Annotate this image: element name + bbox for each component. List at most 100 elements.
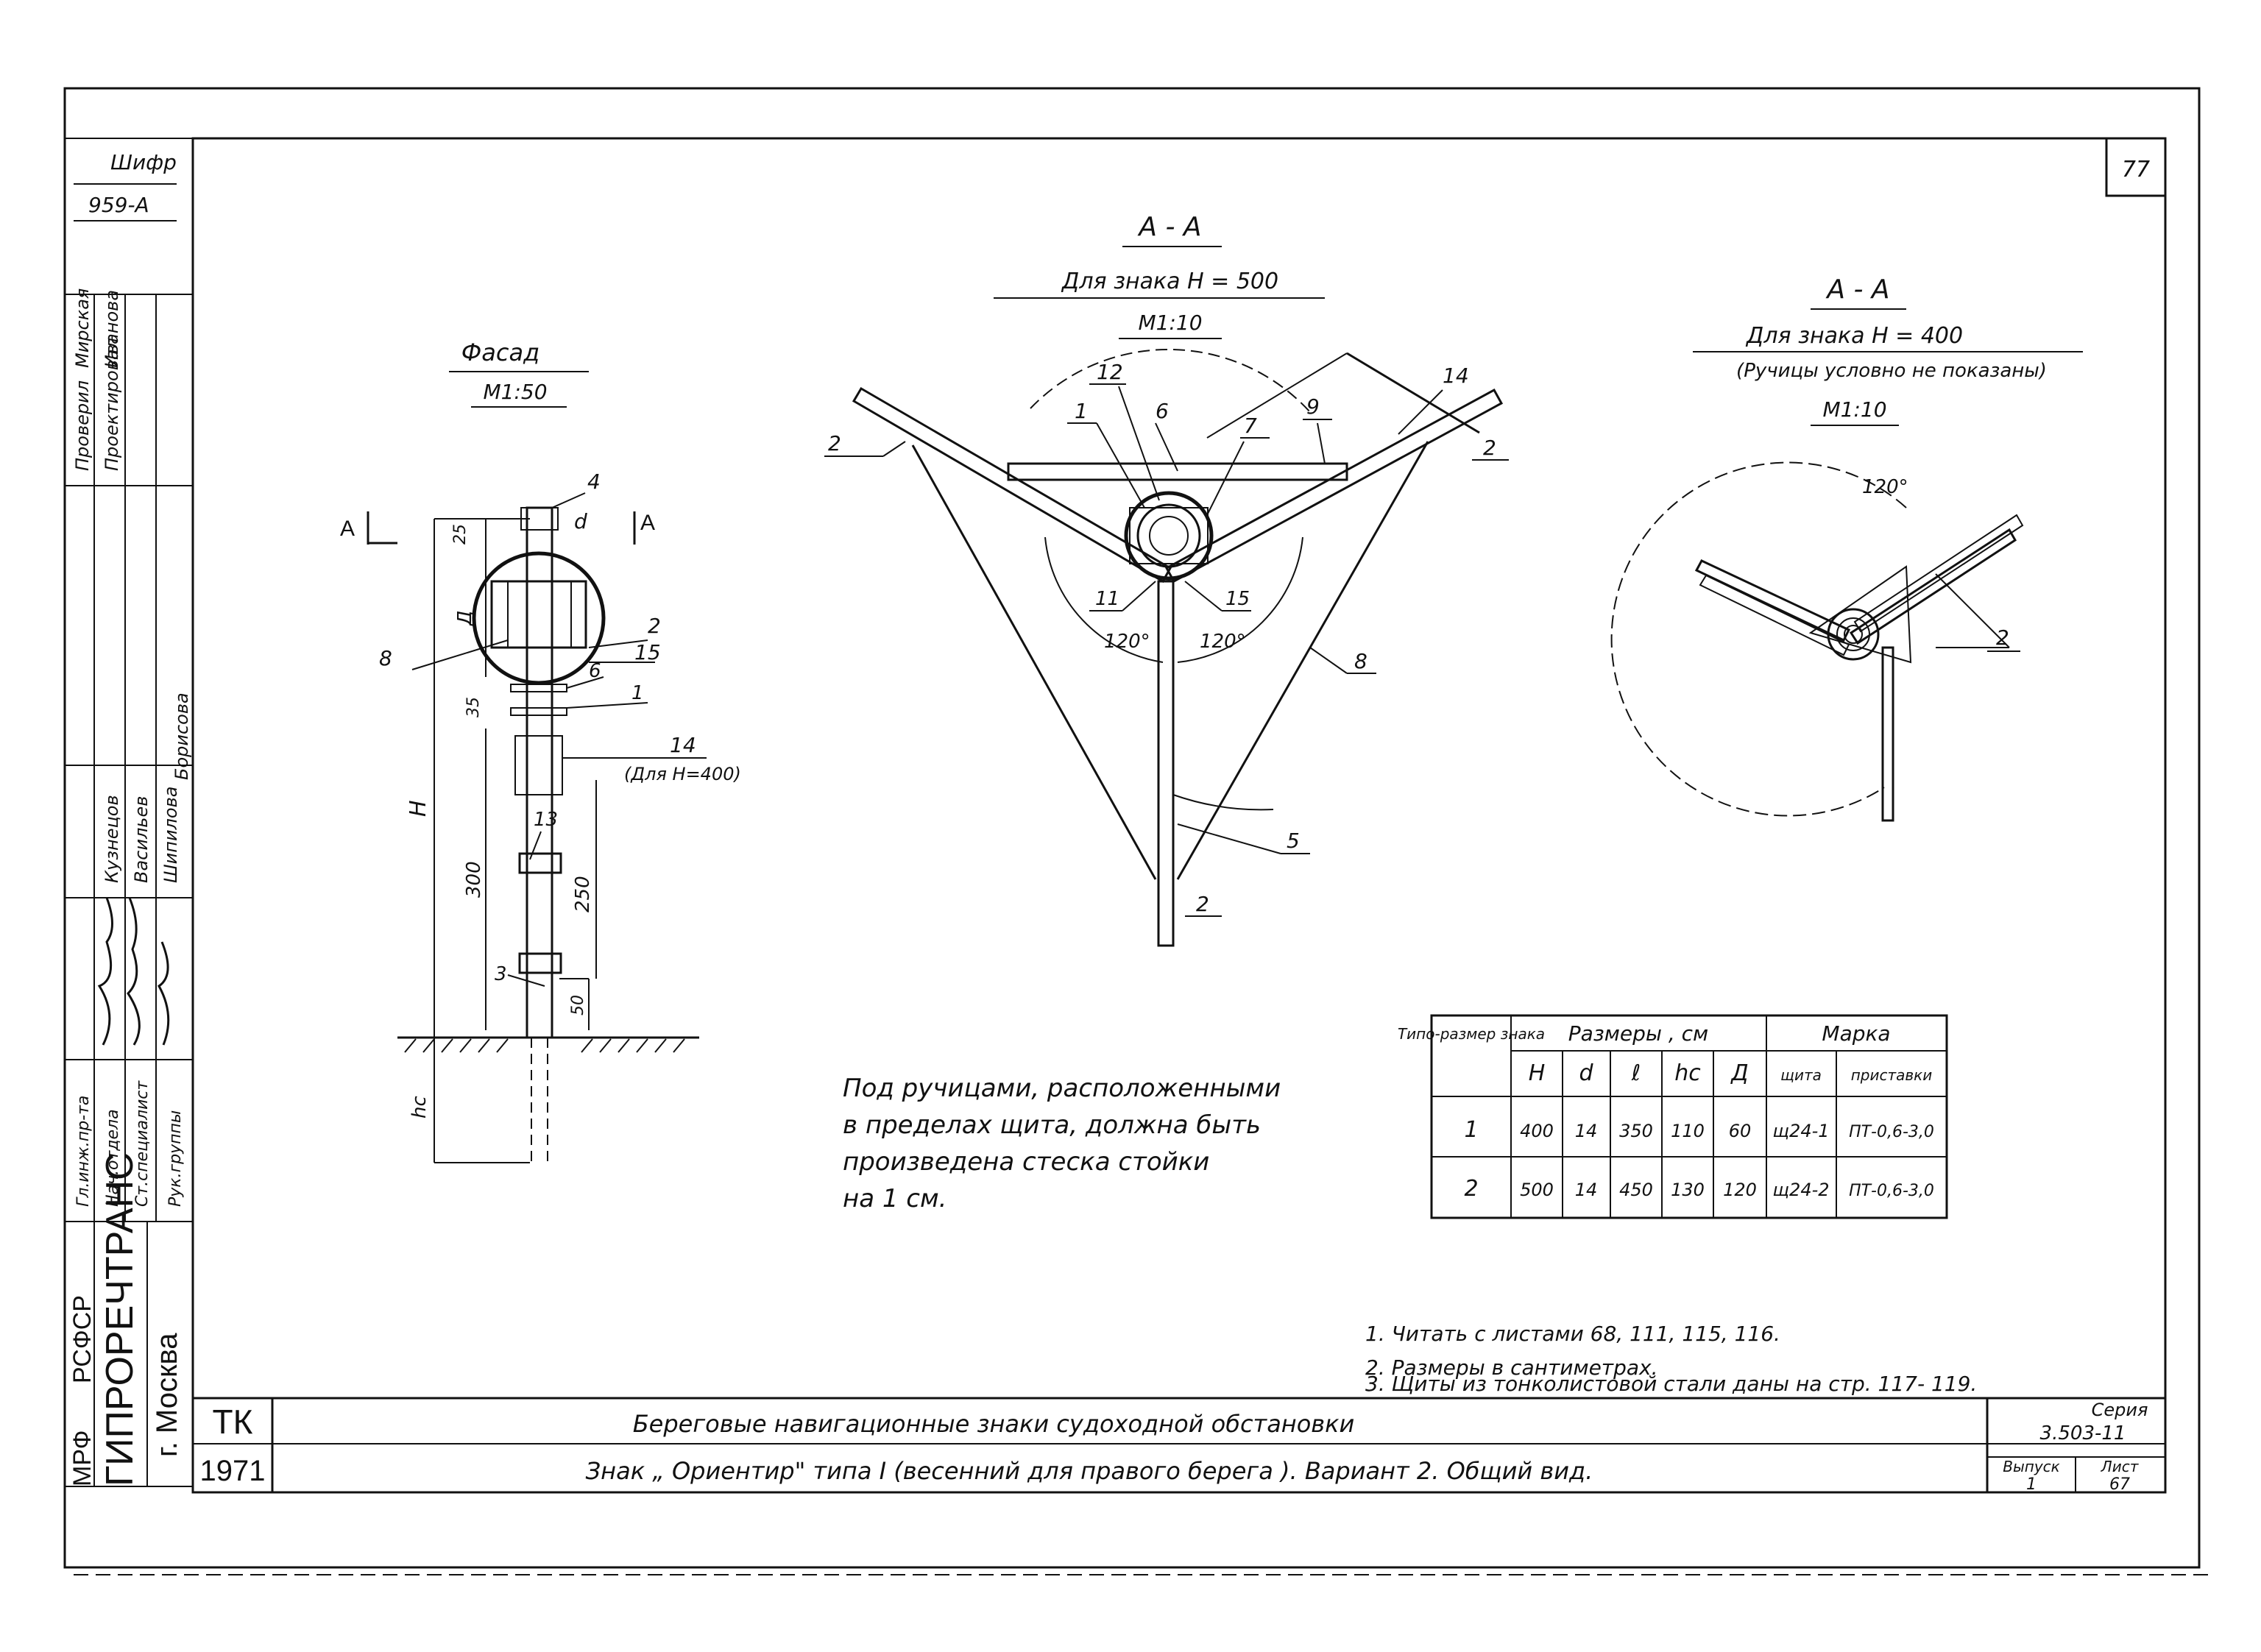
arm-down (1157, 580, 1175, 947)
svg-text:щ24-2: щ24-2 (1772, 1180, 1829, 1200)
callout-13: 13 (534, 809, 558, 831)
note-3: 3. Щиты из тонколистовой стали даны на с… (1365, 1372, 1977, 1396)
signature-2 (127, 897, 141, 1046)
table-col-d: d (1579, 1060, 1593, 1086)
dim-D: Д (454, 611, 476, 626)
section-400-scale: М1:10 (1822, 397, 1886, 422)
s500-callout-9: 9 (1306, 394, 1320, 419)
size-table: Типо-размер знака Размеры , см Марка Н d… (1398, 1014, 1948, 1219)
org-name: ГИПРОРЕЧТРАНС (99, 1152, 141, 1486)
table-col-D: Д (1730, 1060, 1748, 1086)
dim-base: 50 (569, 995, 587, 1015)
series-value: 3.503-11 (2040, 1422, 2126, 1444)
dim-lower: 250 (572, 876, 594, 912)
table-head-mark: Марка (1822, 1021, 1890, 1046)
note-line-4: на 1 см. (843, 1184, 946, 1213)
dim-mid: 35 (464, 697, 483, 717)
s500-callout-15: 15 (1225, 588, 1250, 610)
check-role-2: Проектировал (102, 338, 122, 471)
svg-text:60: 60 (1729, 1121, 1752, 1141)
s500-callout-7: 7 (1244, 414, 1257, 438)
svg-text:130: 130 (1671, 1180, 1705, 1200)
org-city: г. Москва (151, 1333, 183, 1457)
arm-right (1164, 388, 1504, 584)
svg-text:14: 14 (1575, 1121, 1598, 1141)
callout-14: 14 (670, 733, 696, 757)
check-name-2: Иванова (102, 290, 122, 368)
role-2: Нач.отдела (104, 1109, 122, 1207)
facade-title: Фасад (461, 338, 539, 366)
note-line-3: произведена стеска стойки (843, 1147, 1209, 1177)
section-500-angle-right: 120° (1200, 631, 1246, 653)
section-400-view: А - А Для знака Н = 400 (Ручицы условно … (1610, 274, 2083, 822)
dim-H: Н (406, 800, 431, 817)
svg-text:400: 400 (1520, 1121, 1554, 1141)
title-line-2: Знак „ Ориентир" типа I (весенний для пр… (586, 1457, 1593, 1485)
section-400-callout-2: 2 (1996, 625, 2009, 650)
page-number-box: 77 (2105, 137, 2167, 197)
svg-text:ПТ-0,6-3,0: ПТ-0,6-3,0 (1849, 1123, 1934, 1141)
note-line-2: в пределах щита, должна быть (843, 1110, 1261, 1140)
name-4: Борисова (171, 692, 192, 780)
callout-1: 1 (631, 682, 644, 704)
s500-callout-2-left: 2 (828, 431, 841, 455)
section-400-subtitle: Для знака Н = 400 (1745, 323, 1963, 349)
svg-text:1: 1 (1464, 1117, 1478, 1143)
dim-top: 25 (451, 524, 470, 545)
callout-3: 3 (495, 963, 507, 985)
table-head-type: Типо-размер знака (1398, 1025, 1545, 1043)
s500-callout-14: 14 (1443, 364, 1469, 388)
callout-14-note: (Для Н=400) (624, 764, 741, 784)
section-400-title: А - А (1825, 274, 1889, 305)
s500-callout-12: 12 (1097, 360, 1123, 384)
svg-text:ПТ-0,6-3,0: ПТ-0,6-3,0 (1849, 1182, 1934, 1200)
table-row: 1 400 14 350 110 60 щ24-1 ПТ-0,6-3,0 (1464, 1117, 1933, 1143)
handles-note: Под ручицами, расположенными в пределах … (843, 1074, 1281, 1213)
table-col-l: ℓ (1631, 1060, 1641, 1086)
note-1: 1. Читать с листами 68, 111, 115, 116. (1365, 1322, 1780, 1346)
table-col-H: Н (1529, 1060, 1546, 1086)
svg-text:120: 120 (1723, 1180, 1757, 1200)
role-4: Рук.группы (166, 1110, 185, 1207)
note-line-1: Под ручицами, расположенными (843, 1074, 1281, 1103)
table-head-sizes: Размеры , см (1568, 1021, 1708, 1046)
dim-hc: hc (408, 1096, 431, 1119)
facade-scale: М1:50 (483, 380, 547, 404)
sheet-label: Лист (2101, 1458, 2140, 1475)
svg-text:14: 14 (1575, 1180, 1598, 1200)
table-col-shield: щита (1780, 1066, 1822, 1084)
cipher-value: 959-А (88, 193, 149, 217)
check-role-1: Проверил (72, 380, 93, 471)
facade-section-mark-right: А (640, 511, 655, 535)
s500-callout-8: 8 (1354, 649, 1367, 673)
sheet-value: 67 (2109, 1475, 2130, 1494)
org-rsfsr: РСФСР (68, 1295, 96, 1383)
callout-6: 6 (589, 660, 601, 682)
svg-text:500: 500 (1520, 1180, 1554, 1200)
table-row: 2 500 14 450 130 120 щ24-2 ПТ-0,6-3,0 (1464, 1176, 1933, 1202)
callout-15: 15 (634, 640, 661, 664)
svg-text:2: 2 (1464, 1176, 1478, 1202)
series-label: Серия (2092, 1400, 2148, 1420)
svg-text:350: 350 (1619, 1121, 1653, 1141)
check-name-1: Мирская (72, 288, 93, 368)
signature-1 (97, 897, 113, 1046)
s500-callout-6: 6 (1156, 399, 1169, 423)
stamp-year: 1971 (200, 1455, 266, 1487)
callout-8: 8 (379, 646, 392, 670)
arm-left (852, 386, 1172, 584)
svg-text:щ24-1: щ24-1 (1772, 1121, 1829, 1141)
dim-d: d (574, 509, 587, 533)
dim-pole: 300 (463, 861, 485, 898)
org-ministry: МРФ (68, 1431, 96, 1486)
section-500-title: А - А (1137, 212, 1201, 242)
issue-value: 1 (2026, 1475, 2037, 1494)
section-500-angle-left: 120° (1104, 631, 1150, 653)
name-3: Шипилова (160, 787, 181, 883)
facade-view: Фасад М1:50 А А (340, 338, 741, 1163)
issue-label: Выпуск (2003, 1458, 2060, 1475)
stamp-tk: ТК (213, 1403, 253, 1441)
svg-text:450: 450 (1619, 1180, 1653, 1200)
title-block: ТК 1971 Береговые навигационные знаки су… (193, 1397, 2165, 1494)
section-500-view: А - А Для знака Н = 500 М1:10 120° 120° … (824, 212, 1509, 947)
